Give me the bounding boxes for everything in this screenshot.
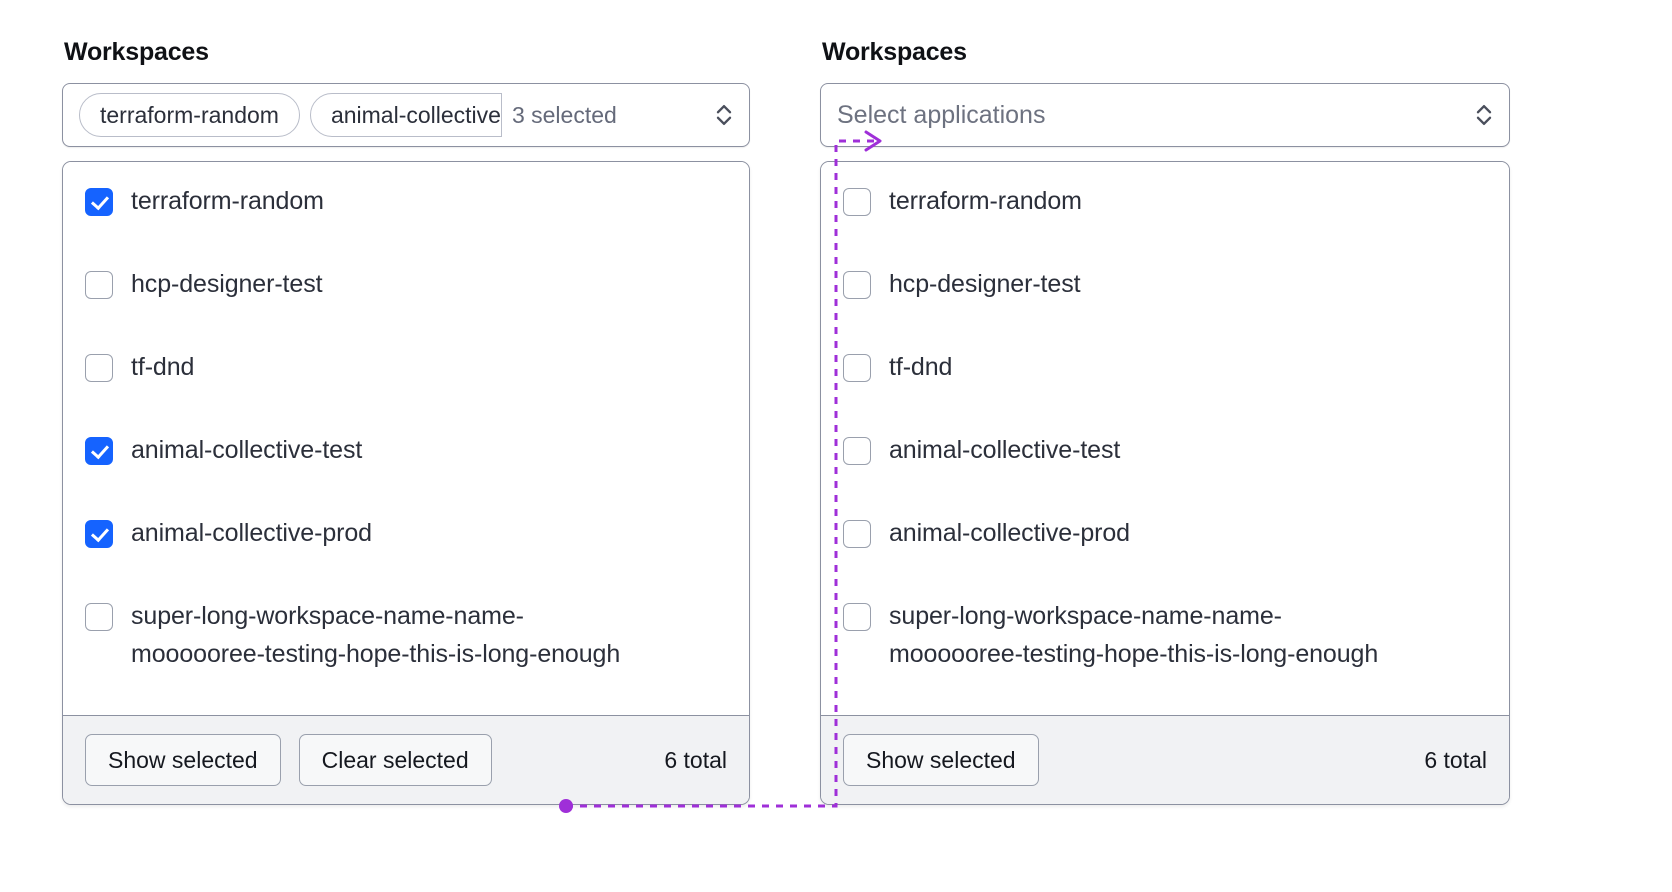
- chevron-up-down-icon-left[interactable]: [713, 100, 735, 130]
- list-item-label: animal-collective-prod: [889, 519, 1130, 547]
- show-selected-button[interactable]: Show selected: [85, 734, 281, 786]
- list-item[interactable]: animal-collective-prod: [821, 514, 1509, 597]
- list-item-label: super-long-workspace-name-name- mooooore…: [889, 602, 1379, 668]
- list-item[interactable]: super-long-workspace-name-name- mooooore…: [63, 597, 749, 693]
- list-item[interactable]: tf-dnd: [821, 348, 1509, 431]
- checkbox-icon[interactable]: [85, 437, 113, 465]
- listbox-footer-right: Show selected 6 total: [821, 715, 1509, 804]
- list-item-label: terraform-random: [889, 187, 1082, 215]
- chevron-up-down-icon-right[interactable]: [1473, 100, 1495, 130]
- workspaces-combobox-left[interactable]: terraform-random animal-collective 3 sel…: [62, 83, 750, 147]
- list-item-label: animal-collective-prod: [131, 519, 372, 547]
- list-item-label: animal-collective-test: [131, 436, 363, 464]
- list-item-label: animal-collective-test: [889, 436, 1121, 464]
- checkbox-icon[interactable]: [843, 271, 871, 299]
- workspaces-listbox-left: terraform-random hcp-designer-test tf-dn…: [62, 161, 750, 805]
- list-item[interactable]: terraform-random: [821, 182, 1509, 265]
- pill-animal-collective[interactable]: animal-collective: [309, 93, 502, 137]
- list-item-label: hcp-designer-test: [131, 270, 323, 298]
- checkbox-icon[interactable]: [843, 188, 871, 216]
- list-item[interactable]: hcp-designer-test: [63, 265, 749, 348]
- checkbox-icon[interactable]: [843, 520, 871, 548]
- list-item[interactable]: hcp-designer-test: [821, 265, 1509, 348]
- clear-selected-button[interactable]: Clear selected: [298, 734, 492, 786]
- workspaces-panel-right: Workspaces Select applications terraform…: [820, 40, 1510, 805]
- workspaces-combobox-right[interactable]: Select applications: [820, 83, 1510, 147]
- list-item[interactable]: animal-collective-test: [821, 431, 1509, 514]
- list-item[interactable]: super-long-workspace-name-name- mooooore…: [821, 597, 1509, 693]
- list-item-label: terraform-random: [131, 187, 324, 215]
- checkbox-icon[interactable]: [85, 354, 113, 382]
- selected-count-label: 3 selected: [511, 101, 617, 128]
- list-item-label: hcp-designer-test: [889, 270, 1081, 298]
- page-title-right: Workspaces: [822, 38, 967, 66]
- select-applications-placeholder: Select applications: [837, 100, 1046, 129]
- list-item-label: super-long-workspace-name-name- mooooore…: [131, 602, 621, 668]
- total-count-label: 6 total: [1424, 746, 1487, 773]
- list-item[interactable]: tf-dnd: [63, 348, 749, 431]
- list-item-label: tf-dnd: [131, 353, 195, 381]
- page-title-left: Workspaces: [64, 38, 209, 66]
- option-list-right: terraform-random hcp-designer-test tf-dn…: [821, 162, 1509, 715]
- workspaces-listbox-right: terraform-random hcp-designer-test tf-dn…: [820, 161, 1510, 805]
- checkbox-icon[interactable]: [85, 603, 113, 631]
- list-item-label: tf-dnd: [889, 353, 953, 381]
- selected-pills-left: terraform-random animal-collective: [79, 93, 502, 137]
- listbox-footer-left: Show selected Clear selected 6 total: [63, 715, 749, 804]
- checkbox-icon[interactable]: [843, 603, 871, 631]
- list-item[interactable]: animal-collective-prod: [63, 514, 749, 597]
- checkbox-icon[interactable]: [85, 520, 113, 548]
- list-item[interactable]: terraform-random: [63, 182, 749, 265]
- option-list-left: terraform-random hcp-designer-test tf-dn…: [63, 162, 749, 715]
- checkbox-icon[interactable]: [843, 354, 871, 382]
- list-item[interactable]: animal-collective-test: [63, 431, 749, 514]
- show-selected-button[interactable]: Show selected: [843, 734, 1039, 786]
- total-count-label: 6 total: [664, 746, 727, 773]
- workspaces-panel-left: Workspaces terraform-random animal-colle…: [62, 40, 750, 805]
- checkbox-icon[interactable]: [85, 271, 113, 299]
- checkbox-icon[interactable]: [843, 437, 871, 465]
- checkbox-icon[interactable]: [85, 188, 113, 216]
- pill-terraform-random[interactable]: terraform-random: [79, 93, 300, 137]
